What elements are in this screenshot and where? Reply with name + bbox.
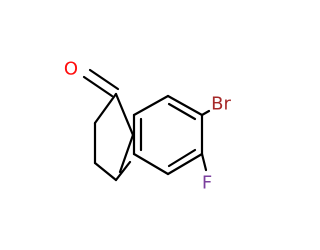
- ring-bond-5: [132, 152, 170, 176]
- ring-bond-4: [166, 152, 204, 176]
- bond-to-bromine: [200, 109, 211, 117]
- bond-c10-c6-front: [118, 133, 135, 174]
- bridged-ring: [93, 92, 135, 182]
- carbonyl: [82, 68, 120, 98]
- oxygen-atom-label: O: [64, 59, 78, 80]
- bond-c7-c6: [93, 161, 118, 182]
- bromine-atom-label: Br: [211, 94, 231, 115]
- ring-inner-bond-2: [167, 102, 197, 121]
- ring-bond-1: [132, 94, 170, 117]
- bond-c9-c8: [93, 92, 118, 125]
- substituent-bonds: [200, 109, 211, 172]
- bond-c6-c5: [114, 160, 132, 182]
- bond-to-fluorine: [200, 152, 208, 172]
- molecule-structure: O Br F: [64, 59, 232, 194]
- carbonyl-bond-left: [82, 75, 114, 98]
- bond-c9-c10: [114, 92, 135, 137]
- fluorine-atom-label: F: [202, 173, 212, 194]
- aromatic-ring: [132, 94, 204, 176]
- carbonyl-bond-right: [88, 68, 120, 91]
- ring-bond-2: [166, 94, 204, 117]
- ring-inner-bond-3: [167, 148, 197, 168]
